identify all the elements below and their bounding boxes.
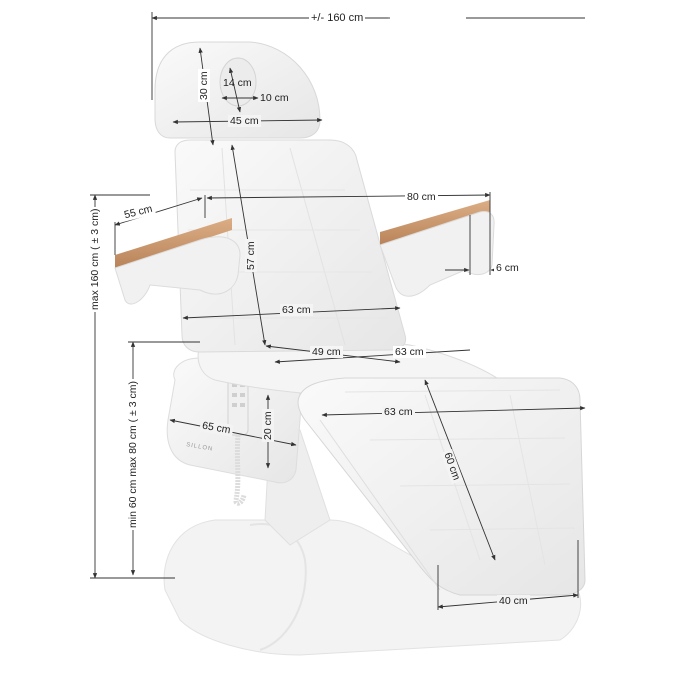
- label-seat-length: 49 cm: [310, 346, 343, 358]
- label-max-height: max 160 cm ( ± 3 cm): [89, 206, 101, 312]
- label-face-hole-width: 10 cm: [260, 92, 289, 104]
- label-width-with-armrests: 80 cm: [405, 191, 438, 203]
- label-legrest-width: 63 cm: [382, 406, 415, 418]
- left-armrest: [114, 218, 241, 305]
- label-seat-height-range: min 60 cm max 80 cm ( ± 3 cm): [127, 379, 139, 530]
- label-seat-width: 63 cm: [393, 346, 426, 358]
- label-face-hole-height: 14 cm: [223, 77, 252, 89]
- label-side-cover-height: 20 cm: [262, 409, 274, 442]
- label-headrest-width: 45 cm: [228, 115, 261, 127]
- label-foot-end-width: 40 cm: [497, 595, 530, 607]
- label-total-length: +/- 160 cm: [309, 12, 366, 24]
- label-headrest-height: 30 cm: [198, 69, 210, 102]
- svg-text:SILLON: SILLON: [186, 442, 214, 453]
- label-backrest-length: 57 cm: [245, 239, 257, 272]
- dimension-lines: [90, 12, 586, 610]
- right-armrest: [379, 200, 495, 297]
- label-armrest-width: 6 cm: [494, 262, 521, 274]
- label-backrest-width: 63 cm: [280, 304, 313, 316]
